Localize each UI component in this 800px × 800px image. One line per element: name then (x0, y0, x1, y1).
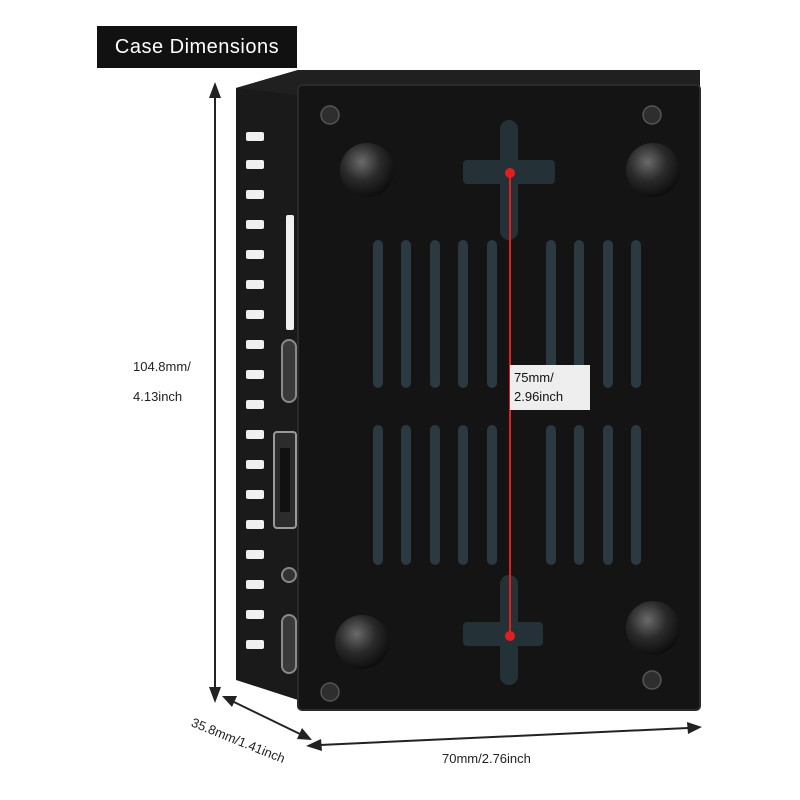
depth-arrow (222, 696, 312, 740)
front-vents-top (373, 240, 641, 388)
height-in: 4.13inch (133, 389, 183, 404)
title-badge: Case Dimensions (97, 26, 297, 68)
height-mm: 104.8mm/ (133, 359, 191, 374)
center-measure-label: 75mm/ 2.96inch (510, 365, 590, 410)
front-vents-bottom (373, 425, 641, 565)
sd-card-slot (286, 215, 294, 330)
audio-jack (281, 567, 297, 583)
usb-c-port (281, 339, 297, 403)
width-label: 70mm/2.76inch (442, 751, 531, 766)
screw-heads (320, 105, 662, 702)
rubber-feet (335, 143, 680, 669)
center-measure-mm: 75mm/ (514, 370, 554, 385)
height-arrow (209, 82, 221, 703)
width-arrow (306, 722, 702, 751)
center-measure-dot-top (505, 168, 515, 178)
height-label: 104.8mm/ 4.13inch (133, 356, 191, 408)
side-vents (246, 132, 264, 649)
case-front-face (298, 85, 700, 710)
mount-slot-bottom (463, 575, 543, 685)
center-measure-dot-bottom (505, 631, 515, 641)
usb-c-port-2 (281, 614, 297, 674)
title-text: Case Dimensions (114, 35, 280, 58)
center-measure-in: 2.96inch (514, 389, 564, 404)
